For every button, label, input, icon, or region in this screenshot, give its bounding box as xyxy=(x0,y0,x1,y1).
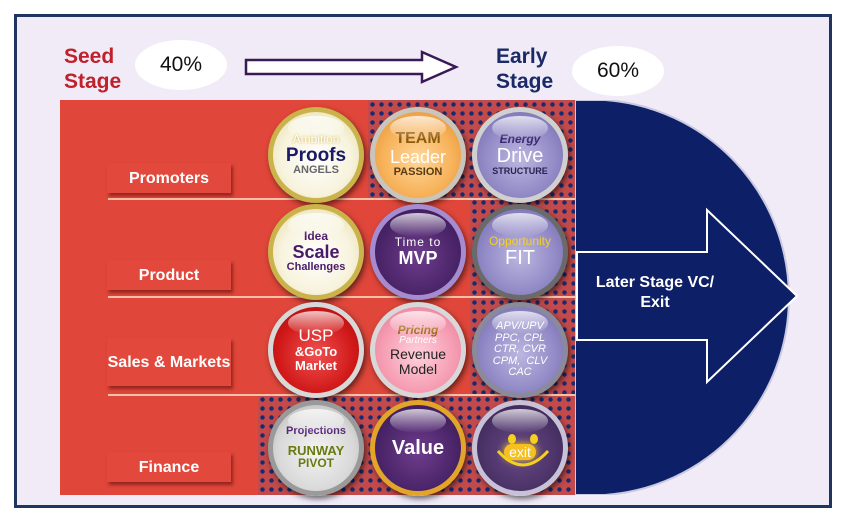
ball-text: CTR, CVR xyxy=(494,343,546,356)
ball-text: Leader xyxy=(389,147,447,168)
ball-usp-gotomarket: USP &GoTo Market xyxy=(268,302,364,398)
early-percentage: 60% xyxy=(572,46,664,96)
ball-text: Idea xyxy=(303,229,328,244)
ball-text: APV/UPV xyxy=(496,320,544,333)
seed-stage-label: Seed Stage xyxy=(64,44,134,94)
ball-text: Value xyxy=(391,436,445,459)
ball-text: PPC, CPL xyxy=(494,331,546,344)
ball-text: Revenue xyxy=(389,345,447,362)
ball-text: Model xyxy=(398,360,438,377)
row-divider xyxy=(108,296,578,298)
ball-text: ANGELS xyxy=(293,164,339,177)
row-divider xyxy=(108,394,578,396)
ball-metrics: APV/UPV PPC, CPL CTR, CVR CPM, CLV CAC xyxy=(472,302,568,398)
ball-text: Drive xyxy=(496,145,544,168)
ball-text: CAC xyxy=(508,366,532,379)
ball-text: Proofs xyxy=(285,144,347,166)
early-stage-text: Early Stage xyxy=(496,45,554,93)
ball-team-leader: TEAM Leader PASSION xyxy=(370,107,466,203)
ball-text: &GoTo xyxy=(294,344,338,360)
ball-pricing-revenue: Pricing Partners Revenue Model xyxy=(370,302,466,398)
ball-energy-drive: Energy Drive STRUCTURE xyxy=(472,107,568,203)
ball-text: Time to xyxy=(394,235,442,250)
ball-text: Challenges xyxy=(286,260,346,273)
ball-text: Partners xyxy=(399,335,437,347)
seed-percentage: 40% xyxy=(135,40,227,90)
ball-text: PIVOT xyxy=(297,456,334,471)
seed-stage-text: Seed Stage xyxy=(64,45,122,93)
ball-exit: exit xyxy=(472,400,568,496)
stage-progress-arrow xyxy=(244,50,460,84)
ball-text: Projections xyxy=(286,425,346,438)
row-label-promoters: Promoters xyxy=(107,163,231,193)
row-divider xyxy=(108,198,578,200)
ball-projections-runway: Projections RUNWAY PIVOT xyxy=(268,400,364,496)
row-label-finance: Finance xyxy=(107,452,231,482)
ball-text: MVP xyxy=(398,247,438,268)
ball-text: USP xyxy=(298,326,334,346)
ball-text: Market xyxy=(295,357,337,373)
ball-text: Opportunity xyxy=(488,234,552,249)
ball-text: Scale xyxy=(292,242,340,263)
ball-text: Pricing xyxy=(397,322,439,337)
ball-text: PASSION xyxy=(393,166,443,179)
row-label-sales-markets: Sales & Markets xyxy=(107,338,231,386)
ball-value: Value xyxy=(370,400,466,496)
ball-text: FIT xyxy=(505,246,535,269)
ball-opportunity-fit: Opportunity FIT xyxy=(472,204,568,300)
ball-text: Energy xyxy=(499,132,541,147)
row-label-product: Product xyxy=(107,260,231,290)
smiley-icon xyxy=(496,434,550,467)
ball-text: TEAM xyxy=(395,130,441,148)
ball-time-to-mvp: Time to MVP xyxy=(370,204,466,300)
ball-text: STRUCTURE xyxy=(492,166,548,177)
later-stage-label: Later Stage VC/ Exit xyxy=(595,274,715,311)
ball-text: Ambition xyxy=(292,131,340,146)
ball-text: CPM, CLV xyxy=(492,354,548,367)
ball-ambition-proofs: Ambition Proofs ANGELS xyxy=(268,107,364,203)
early-stage-label: Early Stage xyxy=(496,44,566,94)
ball-text: exit xyxy=(504,443,536,461)
ball-text: RUNWAY xyxy=(287,442,345,458)
ball-idea-scale: Idea Scale Challenges xyxy=(268,204,364,300)
later-stage-exit-arrow xyxy=(575,100,799,495)
